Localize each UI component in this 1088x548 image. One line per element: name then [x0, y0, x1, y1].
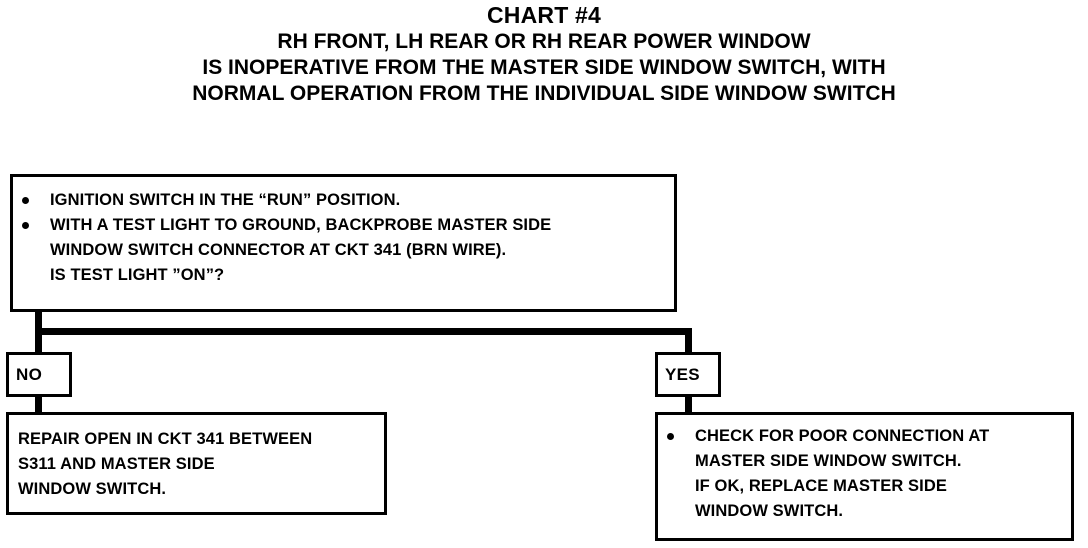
page-title: CHART #4	[486, 2, 602, 28]
decision-bullet-2-line-3: IS TEST LIGHT ”ON”?	[50, 266, 225, 284]
result-yes-line-2: MASTER SIDE WINDOW SWITCH.	[695, 452, 962, 470]
chart-subtitle-line-3: NORMAL OPERATION FROM THE INDIVIDUAL SID…	[192, 82, 896, 105]
decision-box	[10, 174, 677, 312]
bullet-dot-icon	[22, 197, 29, 204]
result-yes-line-1: CHECK FOR POOR CONNECTION AT	[695, 427, 990, 445]
result-box-no-content: REPAIR OPEN IN CKT 341 BETWEEN S311 AND …	[18, 427, 378, 502]
bullet-dot-icon	[667, 433, 674, 440]
decision-bullet-2: WITH A TEST LIGHT TO GROUND, BACKPROBE M…	[22, 213, 662, 238]
branch-tag-yes-label: YES	[665, 364, 700, 384]
decision-bullet-1: IGNITION SWITCH IN THE “RUN” POSITION.	[22, 188, 662, 213]
decision-bullet-2-line-2: WINDOW SWITCH CONNECTOR AT CKT 341 (BRN …	[50, 241, 507, 259]
result-box-no	[6, 412, 387, 515]
result-yes-line-4-row: WINDOW SWITCH.	[667, 499, 1067, 524]
result-yes-line-3-row: IF OK, REPLACE MASTER SIDE	[667, 474, 1067, 499]
result-no-line-2-row: S311 AND MASTER SIDE	[18, 452, 378, 477]
result-no-line-2: S311 AND MASTER SIDE	[18, 455, 215, 473]
decision-bullet-1-line-1: IGNITION SWITCH IN THE “RUN” POSITION.	[50, 191, 401, 209]
result-yes-line-3: IF OK, REPLACE MASTER SIDE	[695, 477, 947, 495]
chart-subtitle-line-1: RH FRONT, LH REAR OR RH REAR POWER WINDO…	[277, 30, 811, 53]
connector-horizontal-bus	[35, 328, 692, 335]
chart-subtitle-line-2: IS INOPERATIVE FROM THE MASTER SIDE WIND…	[202, 56, 886, 79]
connector-no-to-result	[35, 393, 42, 415]
chart-title-block: CHART #4 RH FRONT, LH REAR OR RH REAR PO…	[0, 2, 1088, 107]
result-no-line-1-row: REPAIR OPEN IN CKT 341 BETWEEN	[18, 427, 378, 452]
result-box-yes-content: CHECK FOR POOR CONNECTION AT MASTER SIDE…	[667, 424, 1067, 524]
bullet-dot-icon	[22, 222, 29, 229]
branch-tag-no[interactable]: NO	[6, 352, 72, 397]
decision-bullet-2-line-1: WITH A TEST LIGHT TO GROUND, BACKPROBE M…	[50, 216, 552, 234]
connector-yes-drop	[685, 328, 692, 356]
branch-tag-yes[interactable]: YES	[655, 352, 721, 397]
result-box-yes	[655, 412, 1074, 541]
result-no-line-3: WINDOW SWITCH.	[18, 480, 167, 498]
result-yes-line-4: WINDOW SWITCH.	[695, 502, 844, 520]
connector-decision-stem	[35, 311, 42, 335]
decision-bullet-2-line-2-row: WINDOW SWITCH CONNECTOR AT CKT 341 (BRN …	[22, 238, 662, 263]
connector-no-drop	[35, 328, 42, 356]
result-yes-line-2-row: MASTER SIDE WINDOW SWITCH.	[667, 449, 1067, 474]
decision-bullet-2-line-3-row: IS TEST LIGHT ”ON”?	[22, 263, 662, 288]
branch-tag-no-label: NO	[16, 364, 43, 384]
result-no-line-1: REPAIR OPEN IN CKT 341 BETWEEN	[18, 430, 313, 448]
connector-yes-to-result	[685, 393, 692, 415]
decision-box-content: IGNITION SWITCH IN THE “RUN” POSITION. W…	[22, 188, 662, 288]
result-no-line-3-row: WINDOW SWITCH.	[18, 477, 378, 502]
result-yes-bullet: CHECK FOR POOR CONNECTION AT	[667, 424, 1067, 449]
